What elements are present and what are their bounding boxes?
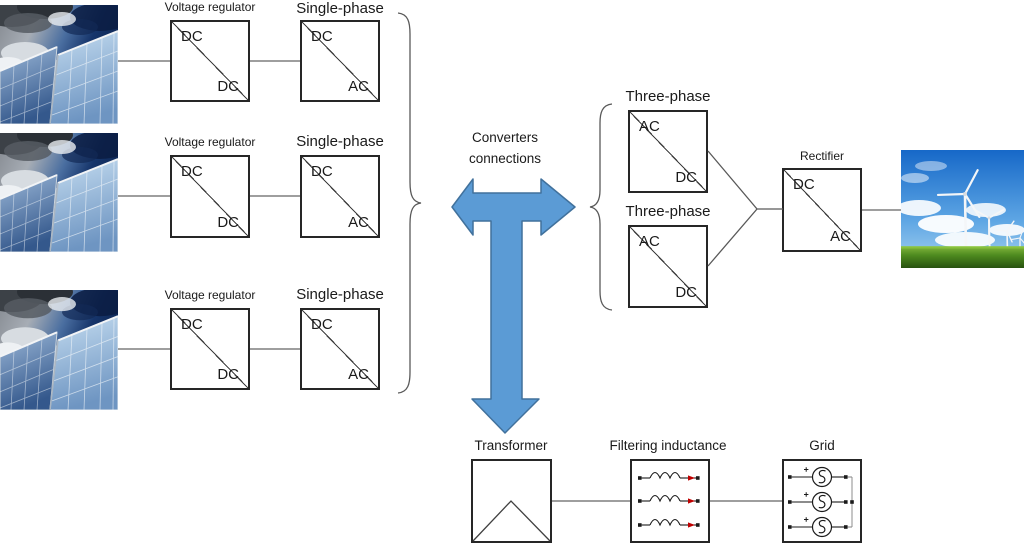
ac-source-icon [788,516,852,538]
right-brace-icon [589,103,613,311]
inductor-phase-icon [638,471,700,481]
converter-input-label: DC [181,163,203,180]
converters-connections-line1: Converters [471,130,539,145]
dc-dc-converter-box: DC DC [170,20,250,102]
inductor-phase-icon [638,518,700,528]
dc-ac-converter-box: DC AC [300,155,380,238]
transformer-box [471,459,552,543]
converter-input-label: DC [311,163,333,180]
inductor-phase-icon [638,494,700,504]
voltage-regulator-label: Voltage regulator [164,135,256,149]
converters-connections-label: Converters connections [425,127,585,169]
grid-box [782,459,862,543]
dc-ac-converter-box: DC AC [300,20,380,102]
voltage-regulator-label: Voltage regulator [164,288,256,302]
ac-dc-converter-box: AC DC [628,110,708,193]
transformer-label: Transformer [474,438,548,453]
converter-output-label: AC [830,228,851,245]
three-phase-label: Three-phase [625,203,711,220]
dc-dc-converter-box: DC DC [170,308,250,390]
ac-source-symbols [788,466,854,538]
three-phase-label: Three-phase [625,88,711,105]
grid-label: Grid [809,438,835,453]
rectifier-label: Rectifier [799,149,844,163]
converter-input-label: AC [639,118,660,135]
converter-output-label: AC [348,214,369,231]
converter-output-label: DC [675,169,697,186]
voltage-regulator-label: Voltage regulator [164,0,256,14]
solar-panels-photo [0,290,118,410]
converter-input-label: DC [793,176,815,193]
single-phase-label: Single-phase [296,133,384,150]
converter-output-label: AC [348,366,369,383]
single-phase-label: Single-phase [296,286,384,303]
solar-panels-photo [0,133,118,252]
converter-output-label: DC [217,78,239,95]
rectifier-box: DC AC [782,168,862,252]
converter-output-label: DC [217,214,239,231]
converter-input-label: DC [181,28,203,45]
converter-input-label: DC [181,316,203,333]
ac-source-icon [788,491,854,513]
wind-turbines-photo [901,150,1024,268]
converter-input-label: AC [639,233,660,250]
converge-lines [707,150,783,267]
converter-input-label: DC [311,28,333,45]
ac-source-icon [788,466,852,488]
converter-output-label: AC [348,78,369,95]
three-way-arrow-icon [451,178,576,434]
solar-panels-photo [0,5,118,124]
left-brace-icon [397,12,422,394]
single-phase-label: Single-phase [296,0,384,17]
filtering-inductance-box [630,459,710,543]
filtering-inductance-label: Filtering inductance [609,438,727,453]
inductor-symbols [638,471,700,528]
dc-ac-converter-box: DC AC [300,308,380,390]
converter-output-label: DC [675,284,697,301]
converters-connections-line2: connections [468,151,542,166]
ac-dc-converter-box: AC DC [628,225,708,308]
dc-dc-converter-box: DC DC [170,155,250,238]
converter-output-label: DC [217,366,239,383]
converter-input-label: DC [311,316,333,333]
